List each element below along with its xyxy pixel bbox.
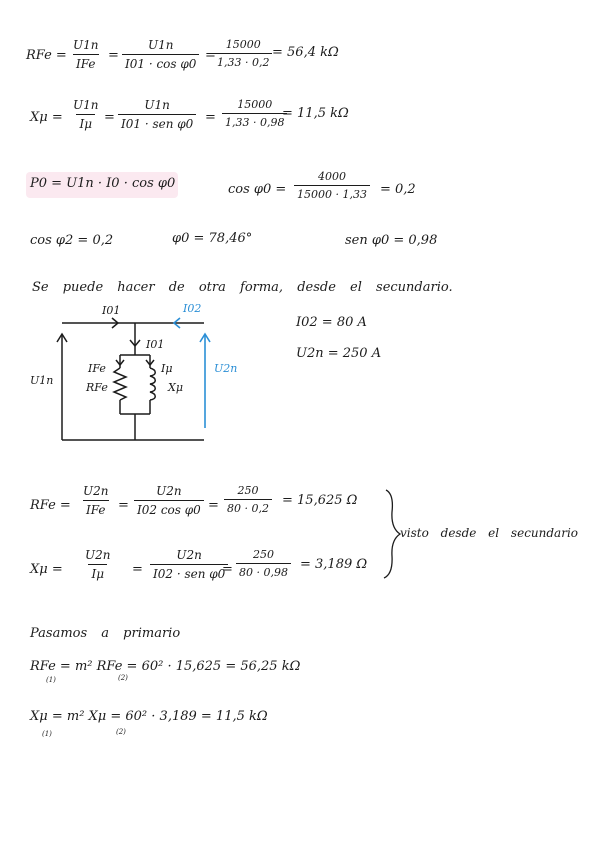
- xmu-result: = 11,5 kΩ: [282, 106, 349, 121]
- numerator: 15000: [225, 38, 261, 51]
- label-i01-top: I01: [102, 304, 121, 317]
- rfe2-result: = 15,625 Ω: [282, 493, 358, 508]
- denominator: I02 cos φ0: [134, 500, 204, 517]
- numerator: 250: [252, 548, 274, 561]
- equals-sign: =: [108, 48, 119, 63]
- resistor-rfe: [112, 367, 128, 401]
- denominator: 80 · 0,2: [224, 499, 272, 515]
- numerator: U2n: [176, 548, 202, 562]
- rfe-result-value: 56,4 kΩ: [287, 45, 339, 60]
- label-xmu: Xμ: [168, 381, 183, 394]
- denominator: IFe: [82, 500, 109, 517]
- rfe2-fraction-3: 250 80 · 0,2: [224, 484, 272, 515]
- denominator: Iμ: [88, 564, 108, 581]
- numerator: U1n: [147, 38, 174, 52]
- u2n-value: U2n = 250 A: [296, 346, 382, 361]
- rfe-fraction-2: U1n I01 · cos φ0: [122, 38, 200, 71]
- xmu2-result: = 3,189 Ω: [300, 557, 368, 572]
- numerator: 250: [237, 484, 259, 497]
- rfe-primary-line: RFe = m² RFe = 60² · 15,625 = 56,25 kΩ: [30, 659, 301, 674]
- section-title: Pasamos a primario: [30, 626, 181, 641]
- label-i02: I02: [183, 302, 202, 315]
- denominator: 1,33 · 0,98: [222, 113, 288, 129]
- xmu-subscript-2: (2): [116, 728, 126, 736]
- p0-formula: P0 = U1n · I0 · cos φ0: [30, 176, 176, 191]
- cos-phi0-label: cos φ0 =: [228, 182, 287, 197]
- i01-arrow: [111, 317, 120, 329]
- denominator: 80 · 0,98: [236, 563, 291, 579]
- numerator: U1n: [73, 38, 99, 52]
- rfe2-fraction-2: U2n I02 cos φ0: [134, 484, 204, 517]
- i01-down-arrow: [129, 339, 141, 348]
- i02-value: I02 = 80 A: [296, 315, 367, 330]
- denominator: Iμ: [76, 114, 96, 131]
- phi0-angle: φ0 = 78,46°: [172, 231, 253, 246]
- numerator: U2n: [85, 548, 111, 562]
- equals-sign: =: [132, 562, 143, 577]
- xmu2-fraction-3: 250 80 · 0,98: [236, 548, 291, 579]
- xmu-primary-line: Xμ = m² Xμ = 60² · 3,189 = 11,5 kΩ: [30, 709, 268, 724]
- xmu2-fraction-2: U2n I02 · sen φ0: [150, 548, 229, 581]
- xmu-subscript-1: (1): [42, 730, 52, 738]
- numerator: 4000: [317, 170, 346, 183]
- cos-phi0-result: = 0,2: [380, 182, 416, 197]
- numerator: U1n: [73, 98, 99, 112]
- rfe-result: = 56,4 kΩ: [272, 45, 339, 60]
- equals-sign: =: [208, 498, 219, 513]
- xmu2-label: Xμ =: [30, 562, 63, 577]
- xmu2-result-value: 3,189 Ω: [315, 557, 368, 572]
- label-ife: IFe: [88, 362, 106, 375]
- rfe-subscript-2: (2): [118, 674, 128, 682]
- rfe-fraction-1: U1n IFe: [70, 38, 101, 71]
- equals-sign: =: [205, 110, 216, 125]
- denominator: I02 · sen φ0: [150, 564, 229, 581]
- xmu-result-value: 11,5 kΩ: [297, 106, 349, 121]
- denominator: IFe: [72, 54, 99, 71]
- secondary-note: visto desde el secundario: [400, 526, 579, 540]
- rfe-subscript-1: (1): [46, 676, 56, 684]
- denominator: I01 · sen φ0: [118, 114, 197, 131]
- denominator: I01 · cos φ0: [122, 54, 200, 71]
- equals-sign: =: [104, 110, 115, 125]
- numerator: U1n: [144, 98, 170, 112]
- cos-phi0-fraction: 4000 15000 · 1,33: [294, 170, 370, 201]
- cos-phi2: cos φ2 = 0,2: [30, 233, 114, 248]
- rfe-label: RFe =: [26, 48, 67, 63]
- denominator: 1,33 · 0,2: [214, 53, 273, 69]
- numerator: U2n: [83, 484, 109, 498]
- denominator: 15000 · 1,33: [294, 185, 370, 201]
- intro-text: Se puede hacer de otra forma, desde el s…: [32, 280, 453, 295]
- numerator: 15000: [237, 98, 273, 111]
- label-rfe: RFe: [86, 381, 108, 394]
- xmu-fraction-3: 15000 1,33 · 0,98: [222, 98, 288, 129]
- equals-sign: =: [222, 562, 233, 577]
- i02-arrow: [172, 317, 181, 329]
- numerator: U2n: [156, 484, 182, 498]
- xmu-label: Xμ =: [30, 110, 63, 125]
- rfe-fraction-3: 15000 1,33 · 0,2: [214, 38, 273, 69]
- label-u2n: U2n: [214, 362, 238, 375]
- label-i01-branch: I01: [146, 338, 165, 351]
- equals-sign: =: [118, 498, 129, 513]
- p0-highlight: [26, 172, 178, 198]
- xmu-fraction-1: U1n Iμ: [70, 98, 101, 131]
- rfe2-fraction-1: U2n IFe: [80, 484, 111, 517]
- xmu-fraction-2: U1n I01 · sen φ0: [118, 98, 197, 131]
- sen-phi0: sen φ0 = 0,98: [345, 233, 438, 248]
- rfe2-label: RFe =: [30, 498, 71, 513]
- rfe2-result-value: 15,625 Ω: [297, 493, 358, 508]
- xmu2-fraction-1: U2n Iμ: [82, 548, 113, 581]
- label-u1n: U1n: [30, 374, 54, 387]
- inductor-xmu: [149, 367, 156, 401]
- equals-sign: =: [205, 48, 216, 63]
- label-imu: Iμ: [161, 362, 173, 375]
